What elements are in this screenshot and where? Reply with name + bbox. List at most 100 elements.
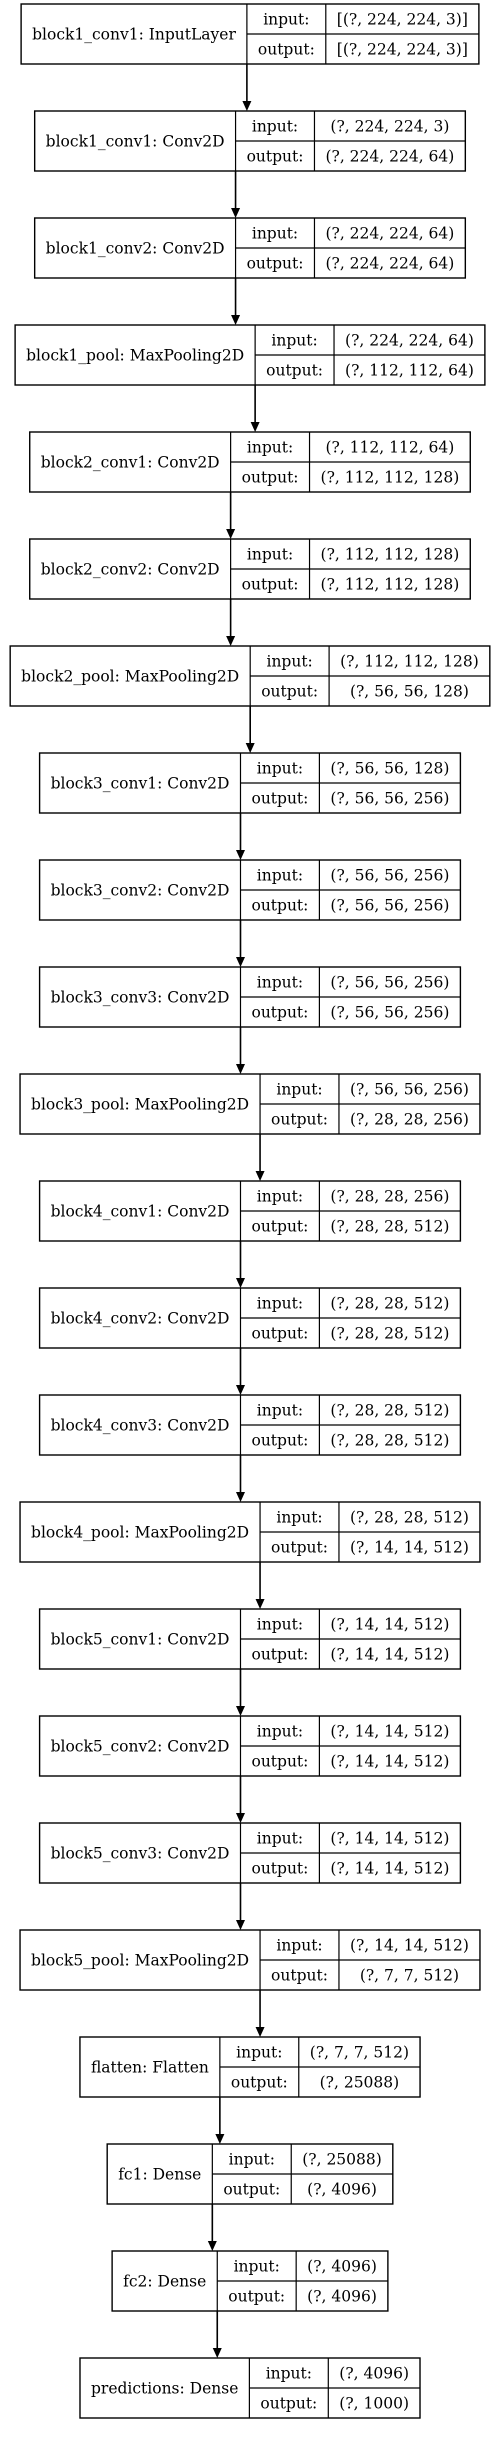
output-shape: (?, 112, 112, 128) [321, 576, 460, 594]
arrowhead-icon [235, 957, 245, 967]
nodes-layer: block1_conv1: InputLayerinput:output:[(?… [9, 3, 491, 2419]
output-label: output: [251, 897, 308, 915]
node-label: block3_conv1: Conv2D [51, 775, 230, 793]
node-label: block3_pool: MaxPooling2D [31, 1096, 249, 1114]
edge-arrow [242, 64, 252, 111]
input-label: input: [263, 11, 309, 29]
output-label: output: [242, 469, 299, 487]
output-label: output: [247, 148, 304, 166]
edge-arrow [250, 385, 260, 432]
node-label: block1_pool: MaxPooling2D [26, 347, 244, 365]
layer-node-block2_pool: block2_pool: MaxPooling2D input: output: (?… [9, 645, 491, 707]
edge-arrow [235, 920, 245, 967]
edge-arrow [245, 706, 255, 753]
output-label: output: [261, 683, 318, 701]
output-label: output: [258, 41, 315, 59]
edge-arrow [207, 2204, 217, 2251]
edges-layer [207, 64, 265, 2358]
node-label: block5_conv2: Conv2D [51, 1738, 230, 1756]
node-label: predictions: Dense [91, 2380, 238, 2398]
node-label: block4_conv2: Conv2D [51, 1310, 230, 1328]
output-label: output: [231, 2074, 288, 2092]
output-label: output: [251, 1325, 308, 1343]
output-shape: (?, 224, 224, 64) [325, 255, 454, 273]
node-label: block1_conv1: InputLayer [32, 26, 236, 44]
input-label: input: [252, 118, 298, 136]
node-label: block1_conv1: Conv2D [46, 133, 225, 151]
output-label: output: [251, 1860, 308, 1878]
node-label: block5_pool: MaxPooling2D [31, 1952, 249, 1970]
input-shape: (?, 112, 112, 128) [321, 546, 460, 564]
node-label: fc1: Dense [118, 2166, 201, 2184]
input-label: input: [257, 760, 303, 778]
input-label: input: [266, 653, 312, 671]
output-shape: (?, 4096) [307, 2288, 377, 2306]
arrowhead-icon [215, 2134, 225, 2144]
node-label: block3_conv2: Conv2D [51, 882, 230, 900]
edge-arrow [235, 1241, 245, 1288]
output-label: output: [260, 2395, 317, 2413]
input-shape: (?, 28, 28, 512) [330, 1295, 449, 1313]
node-label: block2_pool: MaxPooling2D [21, 668, 239, 686]
input-label: input: [257, 1402, 303, 1420]
output-shape: (?, 14, 14, 512) [330, 1646, 449, 1664]
output-label: output: [251, 1004, 308, 1022]
edge-arrow [235, 1776, 245, 1823]
output-shape: (?, 56, 56, 128) [350, 683, 469, 701]
output-label: output: [251, 1432, 308, 1450]
edge-arrow [235, 1669, 245, 1716]
output-label: output: [271, 1111, 328, 1129]
layer-node-block3_pool: block3_pool: MaxPooling2Dinput:output:(?… [19, 1073, 481, 1135]
input-label: input: [266, 2365, 312, 2383]
edge-arrow [235, 1455, 245, 1502]
arrowhead-icon [231, 208, 241, 218]
input-shape: (?, 224, 224, 3) [330, 118, 449, 136]
input-shape: (?, 14, 14, 512) [330, 1616, 449, 1634]
output-label: output: [251, 1218, 308, 1236]
output-shape: (?, 4096) [307, 2181, 377, 2199]
edge-arrow [212, 2311, 222, 2358]
input-shape: (?, 224, 224, 64) [345, 332, 474, 350]
layer-node-block4_conv2: block4_conv2: Conv2D input: output: (?, 28,… [38, 1287, 462, 1349]
node-label: flatten: Flatten [91, 2059, 209, 2077]
arrowhead-icon [235, 850, 245, 860]
output-label: output: [251, 1646, 308, 1664]
edge-arrow [231, 171, 241, 218]
edge-arrow [215, 2097, 225, 2144]
output-shape: (?, 7, 7, 512) [360, 1967, 459, 1985]
arrowhead-icon [235, 1278, 245, 1288]
arrowhead-icon [255, 1599, 265, 1609]
input-label: input: [257, 1295, 303, 1313]
edge-arrow [231, 278, 241, 325]
output-shape: (?, 28, 28, 256) [350, 1111, 469, 1129]
input-label: input: [252, 225, 298, 243]
arrowhead-icon [231, 315, 241, 325]
input-label: input: [257, 1616, 303, 1634]
arrowhead-icon [235, 1813, 245, 1823]
arrowhead-icon [255, 2027, 265, 2037]
input-shape: (?, 4096) [339, 2365, 409, 2383]
input-label: input: [234, 2258, 280, 2276]
node-label: block2_conv1: Conv2D [41, 454, 220, 472]
output-shape: (?, 14, 14, 512) [330, 1753, 449, 1771]
output-label: output: [223, 2181, 280, 2199]
input-shape: (?, 28, 28, 512) [330, 1402, 449, 1420]
input-label: input: [257, 867, 303, 885]
input-shape: (?, 14, 14, 512) [350, 1937, 469, 1955]
input-shape: (?, 14, 14, 512) [330, 1723, 449, 1741]
output-shape: (?, 28, 28, 512) [330, 1325, 449, 1343]
node-label: block4_conv3: Conv2D [51, 1417, 230, 1435]
arrowhead-icon [235, 1064, 245, 1074]
edge-arrow [226, 492, 236, 539]
arrowhead-icon [235, 1706, 245, 1716]
edge-arrow [235, 813, 245, 860]
node-label: block1_conv2: Conv2D [46, 240, 225, 258]
